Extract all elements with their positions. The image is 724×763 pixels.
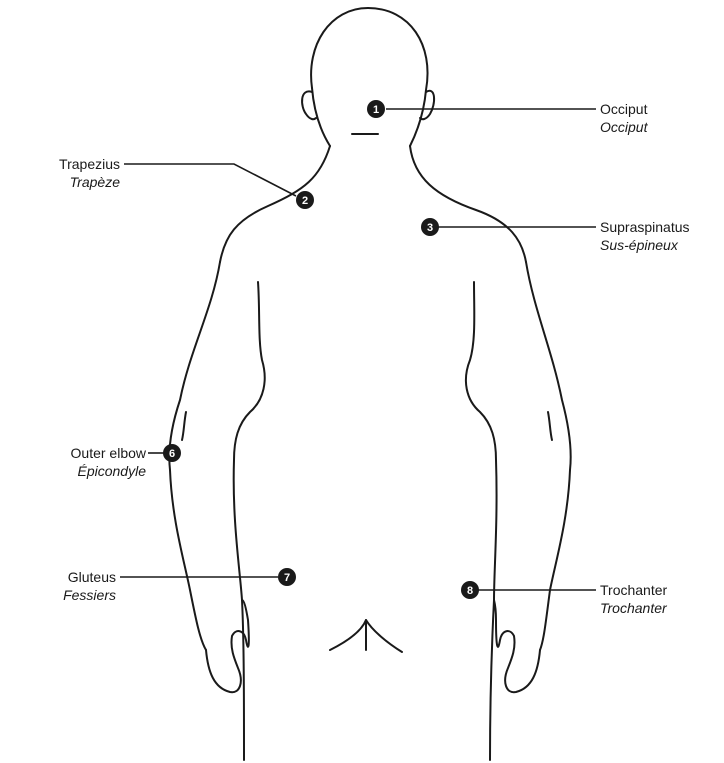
label-outer-elbow-en: Outer elbow [71, 444, 146, 462]
head-left-side [312, 88, 330, 146]
leader-trapezius [124, 164, 296, 196]
label-occiput: Occiput Occiput [600, 100, 647, 136]
label-outer-elbow: Outer elbow Épicondyle [71, 444, 146, 480]
marker-2: 2 [296, 191, 314, 209]
label-gluteus-fr: Fessiers [63, 586, 116, 604]
label-trochanter-en: Trochanter [600, 581, 667, 599]
head-outline [311, 8, 427, 146]
label-gluteus-en: Gluteus [63, 568, 116, 586]
right-hand [494, 600, 540, 692]
right-arm-inner [466, 282, 497, 600]
left-elbow-crease [182, 412, 186, 440]
label-gluteus: Gluteus Fessiers [63, 568, 116, 604]
marker-3-number: 3 [427, 222, 433, 234]
label-trapezius-fr: Trapèze [59, 173, 120, 191]
label-trapezius-en: Trapezius [59, 155, 120, 173]
right-arm-outer [526, 262, 571, 650]
left-arm-inner [234, 282, 265, 600]
right-neck-shoulder [410, 146, 526, 262]
marker-8-number: 8 [467, 585, 473, 597]
label-trochanter-fr: Trochanter [600, 599, 667, 617]
label-supraspinatus-en: Supraspinatus [600, 218, 690, 236]
marker-7: 7 [278, 568, 296, 586]
label-supraspinatus: Supraspinatus Sus-épineux [600, 218, 690, 254]
marker-2-number: 2 [302, 195, 308, 207]
label-trochanter: Trochanter Trochanter [600, 581, 667, 617]
label-supraspinatus-fr: Sus-épineux [600, 236, 690, 254]
marker-6-number: 6 [169, 448, 175, 460]
left-torso-side [242, 600, 244, 760]
leader-lines [120, 109, 596, 590]
marker-6: 6 [163, 444, 181, 462]
marker-7-number: 7 [284, 572, 290, 584]
left-neck-shoulder [220, 146, 330, 262]
marker-1-number: 1 [373, 104, 379, 116]
right-torso-side [490, 600, 494, 760]
marker-1: 1 [367, 100, 385, 118]
marker-3: 3 [421, 218, 439, 236]
body-outline [169, 8, 570, 760]
label-occiput-fr: Occiput [600, 118, 647, 136]
label-outer-elbow-fr: Épicondyle [71, 462, 146, 480]
marker-8: 8 [461, 581, 479, 599]
right-elbow-crease [548, 412, 552, 440]
label-trapezius: Trapezius Trapèze [59, 155, 120, 191]
label-occiput-en: Occiput [600, 100, 647, 118]
